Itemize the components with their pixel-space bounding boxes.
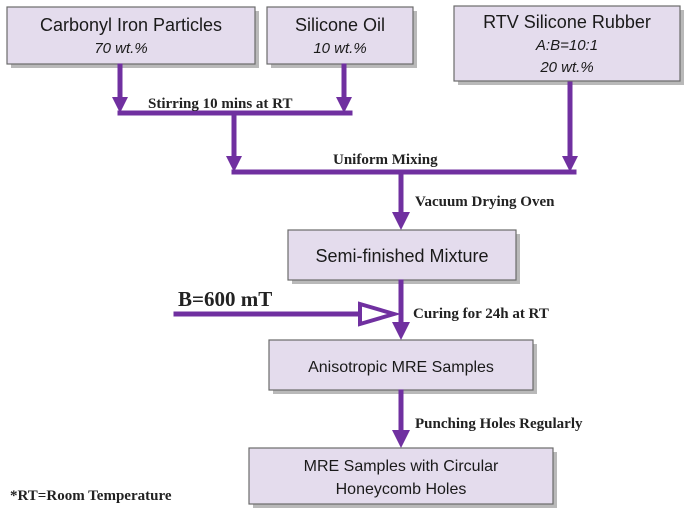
arrowhead-magnetic-field	[358, 301, 402, 327]
node-mre-samples-honeycomb: MRE Samples with Circular Honeycomb Hole…	[248, 447, 557, 508]
node-silicone-oil-sub: 10 wt.%	[313, 40, 366, 57]
arrowhead-rtv	[562, 156, 578, 172]
arrowhead-aniso	[392, 322, 410, 340]
arrowhead-semi	[392, 212, 410, 230]
node-aniso-title: Anisotropic MRE Samples	[308, 359, 494, 376]
label-vacuum-drying: Vacuum Drying Oven	[415, 194, 555, 210]
node-silicone-oil: Silicone Oil 10 wt.%	[266, 6, 417, 68]
arrowhead-final	[392, 430, 410, 448]
node-rtv-sub: 20 wt.%	[539, 59, 593, 76]
node-anisotropic-mre-samples: Anisotropic MRE Samples	[268, 339, 537, 394]
arrowhead-carbonyl	[112, 97, 128, 113]
label-punching: Punching Holes Regularly	[415, 416, 583, 432]
node-semi-finished-mixture: Semi-finished Mixture	[287, 229, 520, 284]
node-carbonyl-title: Carbonyl Iron Particles	[40, 15, 222, 35]
node-final-line2: Honeycomb Holes	[336, 481, 467, 498]
node-silicone-oil-title: Silicone Oil	[295, 15, 385, 35]
arrowhead-stirring	[226, 156, 242, 172]
label-curing: Curing for 24h at RT	[413, 306, 549, 322]
node-rtv-title: RTV Silicone Rubber	[483, 12, 651, 32]
node-semi-title: Semi-finished Mixture	[315, 246, 488, 266]
node-final-line1: MRE Samples with Circular	[304, 458, 499, 475]
arrowhead-oil	[336, 97, 352, 113]
node-rtv-ratio: A:B=10:1	[535, 37, 598, 54]
node-rtv-silicone-rubber: RTV Silicone Rubber A:B=10:1 20 wt.%	[453, 5, 684, 85]
node-carbonyl-sub: 70 wt.%	[94, 40, 147, 57]
node-carbonyl-iron-particles: Carbonyl Iron Particles 70 wt.%	[6, 6, 259, 68]
label-stirring: Stirring 10 mins at RT	[148, 96, 292, 112]
label-uniform-mixing: Uniform Mixing	[333, 152, 438, 168]
label-magnetic-field: B=600 mT	[178, 287, 272, 311]
footnote-rt: *RT=Room Temperature	[10, 488, 172, 504]
